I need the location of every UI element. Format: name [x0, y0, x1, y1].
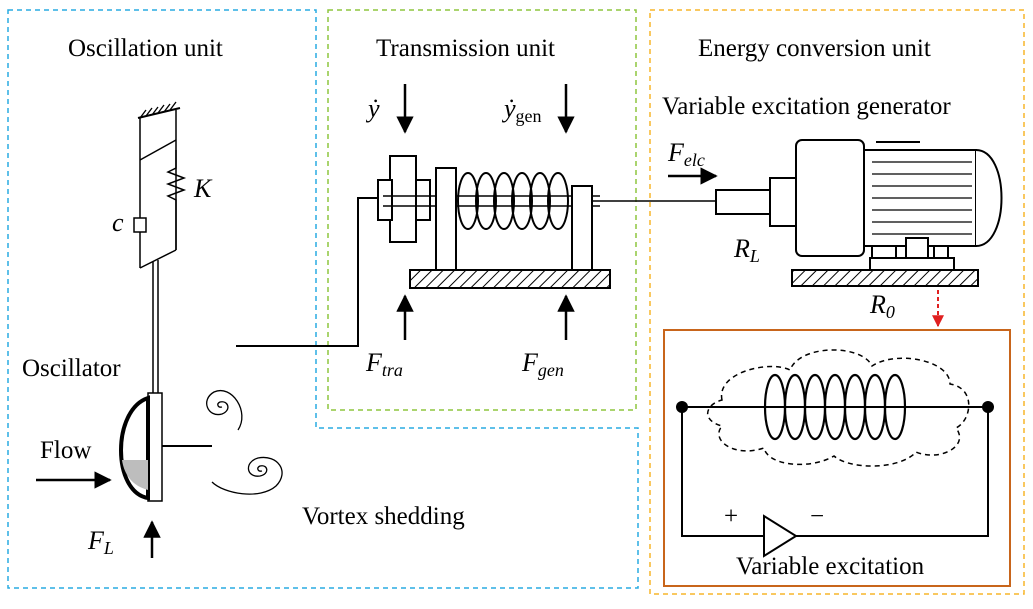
spring-k	[165, 150, 187, 250]
transmission-spring	[457, 172, 569, 230]
plus-sign: +	[724, 503, 739, 530]
oscillation-unit-border	[7, 9, 639, 589]
r0-label: R0	[870, 290, 895, 322]
transmission-gearbox	[377, 155, 611, 289]
vortex-shedding-label: Vortex shedding	[302, 503, 465, 530]
magnetic-field-cloud	[707, 349, 970, 467]
fl-label: FL	[88, 526, 114, 558]
flow-label: Flow	[40, 437, 92, 464]
vortex-upper	[206, 389, 243, 431]
minus-sign: −	[810, 503, 825, 530]
oscillator-label: Oscillator	[22, 355, 121, 382]
oscillation-transmission-link	[236, 197, 382, 347]
ygen-label: ẏgen	[504, 94, 542, 126]
variable-excitation-label: Variable excitation	[736, 553, 925, 580]
oscillation-unit-title: Oscillation unit	[68, 35, 223, 62]
vortex-lower	[211, 456, 283, 495]
circuit-box	[663, 329, 1011, 587]
rl-label: RL	[734, 234, 760, 266]
transmission-unit-border	[327, 9, 637, 411]
damper-label: c	[112, 208, 124, 237]
generator	[715, 139, 1003, 287]
ftra-label: Ftra	[366, 348, 403, 380]
circuit	[676, 349, 994, 558]
damper-c	[133, 217, 147, 233]
fgen-label: Fgen	[522, 348, 564, 380]
oscillator-body	[119, 392, 212, 502]
transmission-unit-title: Transmission unit	[376, 35, 555, 62]
energy-conversion-unit-title: Energy conversion unit	[698, 35, 931, 62]
variable-excitation-generator-title: Variable excitation generator	[662, 93, 951, 120]
ydot-label: ẏ	[368, 94, 380, 123]
felc-label: Felc	[668, 138, 705, 170]
amplifier-symbol	[763, 514, 798, 558]
generator-coil	[763, 373, 907, 441]
spring-damper-mount	[133, 101, 187, 395]
spring-label: K	[194, 174, 212, 203]
energy-conversion-unit-border	[649, 9, 1025, 595]
